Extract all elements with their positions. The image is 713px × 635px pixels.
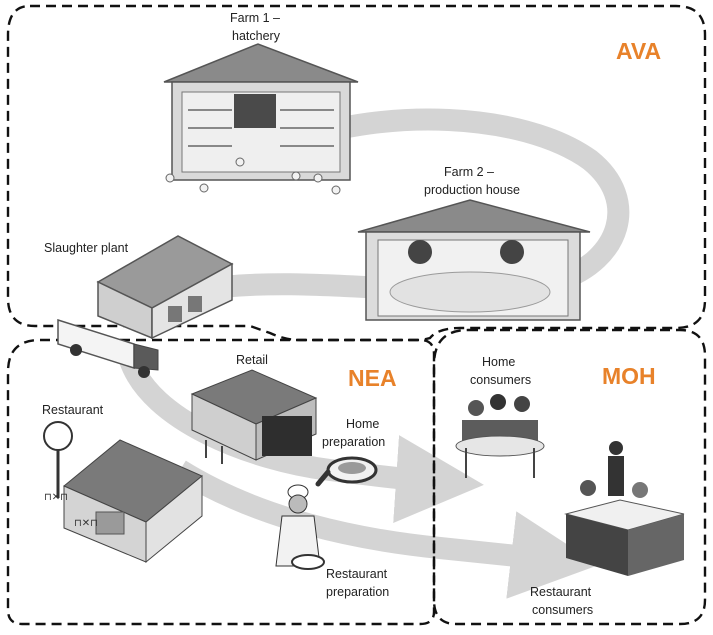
flow-to-restaurant-consumers	[174, 460, 599, 599]
home-consumers-label-line2: consumers	[470, 373, 531, 387]
restaurant-label: Restaurant	[42, 403, 104, 417]
home-consumers-label-line1: Home	[482, 355, 515, 369]
chef-illustration	[275, 484, 325, 570]
home-preparation-label-line2: preparation	[322, 435, 385, 449]
restaurant-preparation-label-line2: preparation	[326, 585, 389, 599]
restaurant-preparation-label-line1: Restaurant	[326, 567, 388, 581]
frying-pan-illustration	[315, 456, 378, 487]
retail-label: Retail	[236, 353, 268, 367]
nea-label: NEA	[348, 365, 397, 391]
restaurant-consumers-illustration	[564, 441, 685, 576]
flow-farm1-to-farm2	[289, 108, 630, 291]
farm1-label-line2: hatchery	[232, 29, 281, 43]
retail-store-illustration	[190, 369, 318, 464]
home-consumers-illustration	[455, 394, 545, 478]
moh-label: MOH	[602, 363, 656, 389]
slaughter-plant-label: Slaughter plant	[44, 241, 129, 255]
farm2-production-house-illustration	[357, 199, 591, 321]
nea-region-border	[6, 338, 436, 626]
delivery-truck-illustration	[57, 318, 159, 378]
farm2-label-line1: Farm 2 –	[444, 165, 494, 179]
home-preparation-label-line1: Home	[346, 417, 379, 431]
restaurant-consumers-label-line1: Restaurant	[530, 585, 592, 599]
restaurant-illustration: ⊓✕⊓ ⊓✕⊓	[43, 421, 203, 564]
flow-to-home-consumers	[119, 355, 484, 523]
restaurant-consumers-label-line2: consumers	[532, 603, 593, 617]
table-glyph-2: ⊓✕⊓	[74, 518, 98, 529]
slaughter-plant-illustration	[96, 235, 234, 340]
farm1-label-line1: Farm 1 –	[230, 11, 280, 25]
ava-label: AVA	[616, 38, 661, 64]
moh-region-border	[432, 328, 707, 626]
farm1-hatchery-illustration	[163, 43, 359, 195]
farm2-label-line2: production house	[424, 183, 520, 197]
table-glyph-1: ⊓✕⊓	[44, 492, 68, 503]
